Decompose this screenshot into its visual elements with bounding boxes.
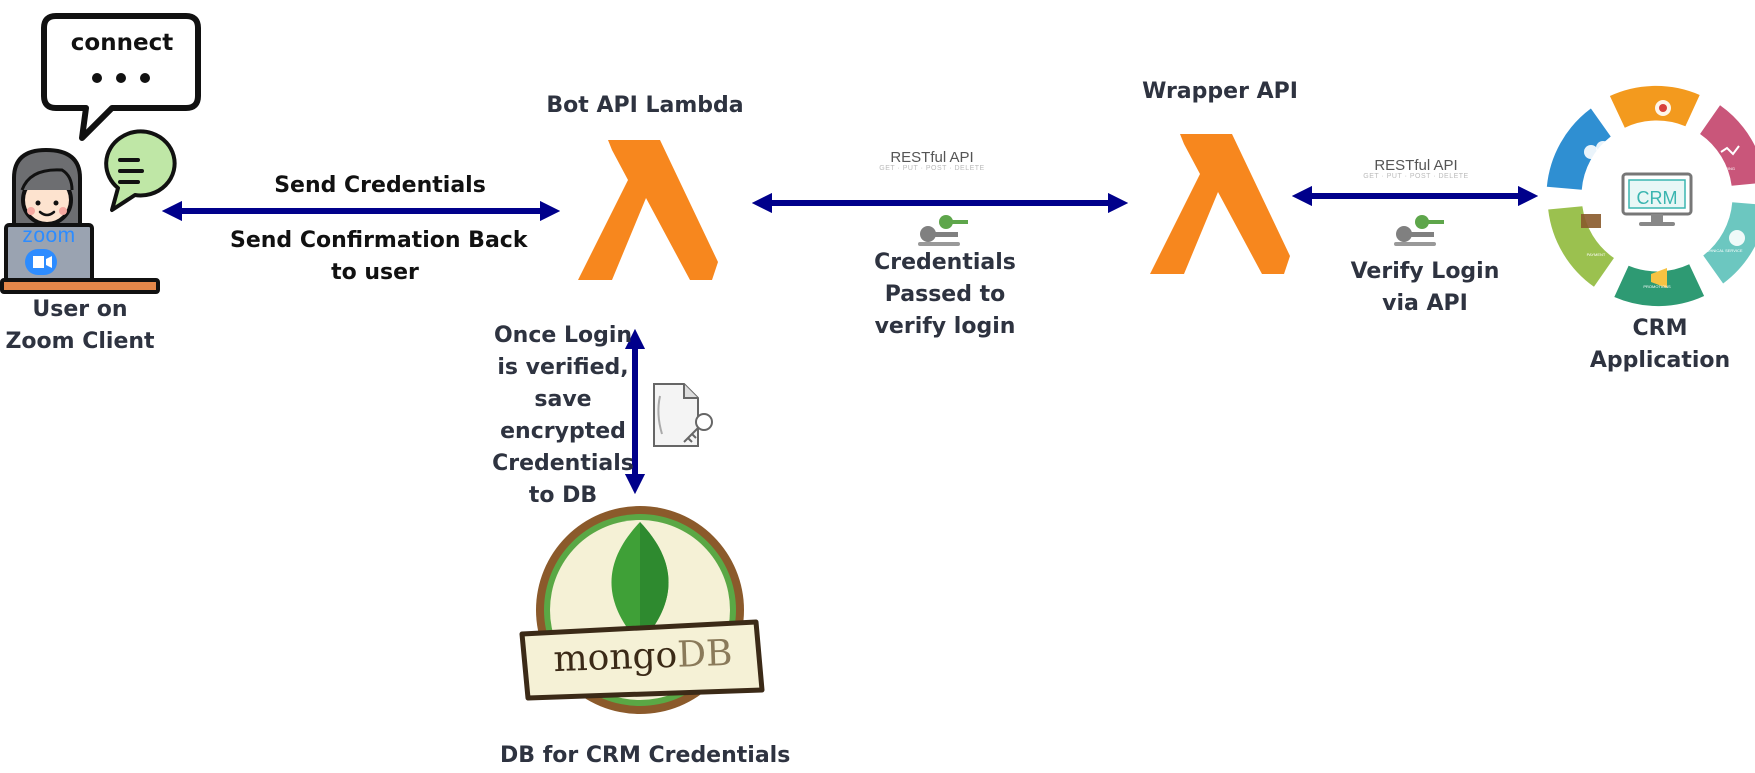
credentials-passed-line: Passed to (884, 282, 1006, 307)
user-zoom-icon (0, 13, 201, 294)
user-label-line: Zoom Client (5, 329, 155, 354)
restful-api-text: RESTful API (1374, 157, 1458, 174)
crm-segment-label: CUSTOMER (1584, 182, 1608, 187)
verify-login-line: via API (1382, 291, 1468, 316)
send-confirmation-line: Send Confirmation Back (230, 228, 528, 253)
restful-api-label-left: RESTful API GET · PUT · POST · DELETE (868, 149, 996, 172)
user-label: User on Zoom Client (0, 294, 160, 358)
send-credentials-label: Send Credentials (274, 173, 486, 198)
save-to-db-label: Once Login is verified, save encrypted C… (486, 320, 640, 512)
restful-api-methods: GET · PUT · POST · DELETE (879, 165, 985, 172)
zoom-brand-text: zoom (22, 224, 76, 247)
crm-wheel-icon (1546, 85, 1755, 307)
send-confirmation-line: to user (331, 260, 419, 285)
restful-api-text: RESTful API (890, 149, 974, 166)
save-to-db-line: to DB (528, 483, 598, 508)
mongodb-wordmark-a: mongo (552, 634, 678, 681)
save-to-db-line: save (534, 387, 592, 412)
lambda-icon-bot (578, 140, 718, 280)
key-icon-wrapper-crm (1394, 215, 1444, 246)
save-to-db-line: Credentials (492, 451, 634, 476)
lambda-icon-wrapper (1150, 134, 1290, 274)
crm-label-line: CRM (1632, 316, 1688, 341)
user-label-line: User on (32, 297, 128, 322)
credentials-passed-line: verify login (874, 314, 1016, 339)
wrapper-api-title: Wrapper API (1142, 79, 1298, 104)
crm-label-line: Application (1589, 348, 1731, 373)
credentials-passed-line: Credentials (874, 250, 1016, 275)
crm-screen-text: CRM (1636, 188, 1678, 208)
crm-segment-label: MONITORING (1709, 166, 1735, 171)
save-to-db-line: is verified, (497, 355, 629, 380)
crm-segment-label: PROMOTIONS (1643, 284, 1671, 289)
save-to-db-line: Once Login (493, 323, 633, 348)
speech-bubble-text: connect (70, 30, 174, 56)
save-to-db-line: encrypted (500, 419, 626, 444)
mongodb-wordmark: mongoDB (547, 633, 738, 681)
crm-segment-label: KEY PERFORMANCE INDICATOR (1639, 138, 1681, 148)
send-confirmation-label: Send Confirmation Back to user (230, 225, 528, 289)
crm-segment-label: PAYMENT (1586, 252, 1606, 257)
verify-login-label: Verify Login via API (1340, 256, 1510, 320)
credentials-passed-label: Credentials Passed to verify login (860, 247, 1030, 343)
mongodb-label: DB for CRM Credentials (500, 743, 791, 768)
mongodb-wordmark-b: DB (676, 632, 734, 676)
bot-lambda-title: Bot API Lambda (546, 93, 744, 118)
key-icon-bot-wrapper (918, 215, 968, 246)
encrypted-file-icon (653, 383, 713, 447)
mongodb-logo (519, 506, 765, 714)
restful-api-label-right: RESTful API GET · PUT · POST · DELETE (1352, 157, 1480, 180)
crm-label: CRM Application (1580, 313, 1740, 377)
crm-segment-label: TECHNICAL SERVICE (1701, 248, 1743, 253)
verify-login-line: Verify Login (1350, 259, 1500, 284)
restful-api-methods: GET · PUT · POST · DELETE (1363, 173, 1469, 180)
